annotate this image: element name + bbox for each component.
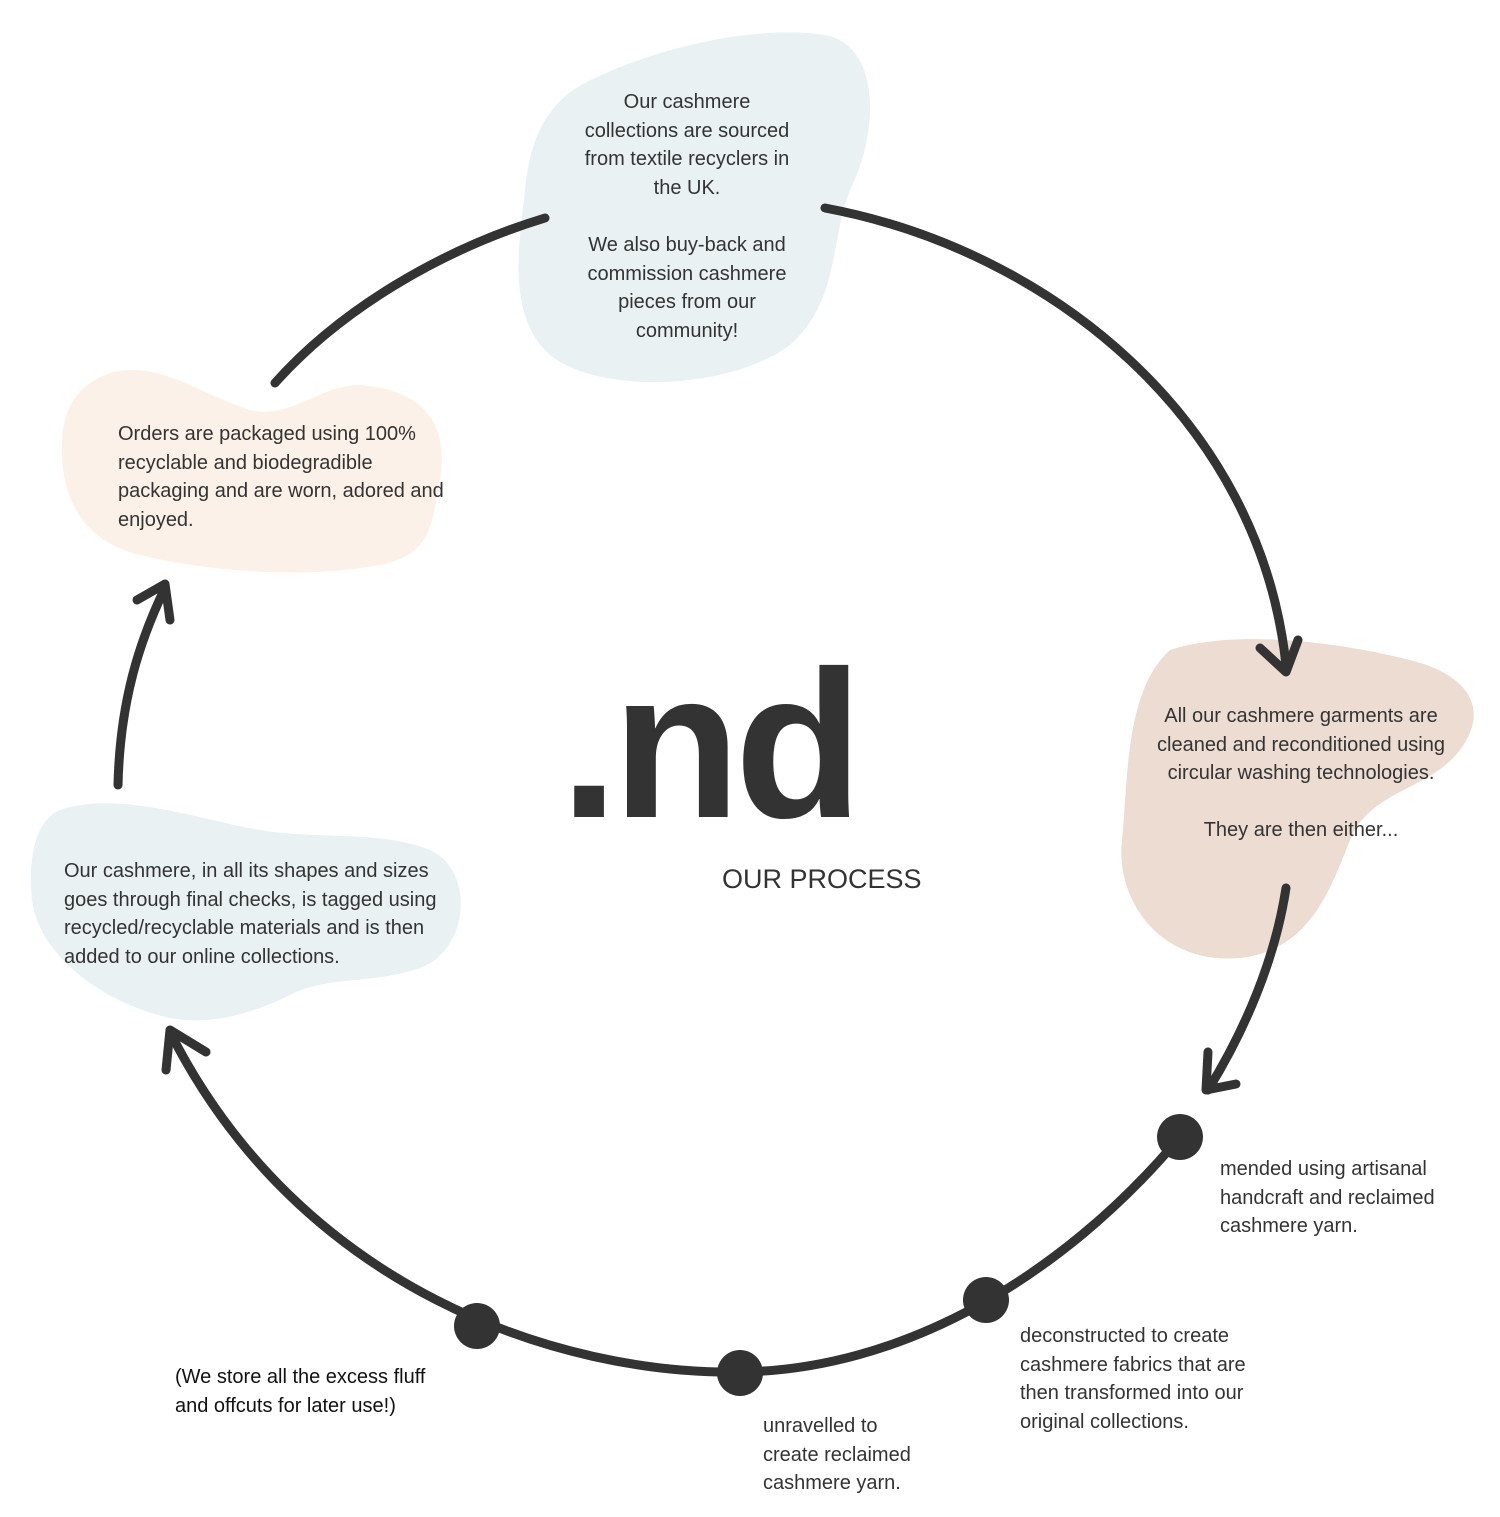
blob-orders [61,369,442,573]
dot-unravelled [717,1350,763,1396]
step-mended-text: mended using artisanal handcraft and rec… [1220,1158,1435,1238]
arc-top-right [820,203,1291,670]
step-clean-text: All our cashmere garments are cleaned an… [1157,705,1445,842]
dot-mended [1157,1114,1203,1160]
blob-source [518,32,871,383]
store-note-text: (We store all the excess fluff and offcu… [175,1366,426,1417]
arrowhead-top-right [1255,635,1303,677]
arrowhead-bottom-left [161,1025,211,1075]
dot-store [454,1303,500,1349]
page-title: OUR PROCESS [722,864,922,894]
step-orders-text: Orders are packaged using 100% recyclabl… [118,423,444,531]
blob-checks [30,803,461,1021]
step-unravelled-text: unravelled to create reclaimed cashmere … [763,1415,911,1495]
brand-logo: .nd [560,627,863,862]
arrowhead-left [132,579,175,625]
step-checks-text: Our cashmere, in all its shapes and size… [64,860,437,968]
arc-top-left [270,213,550,388]
step-deconstructed-text: deconstructed to create cashmere fabrics… [1020,1325,1246,1433]
dot-deconstructed [963,1277,1009,1323]
arc-right-lower [1203,883,1291,1095]
step-source-text: Our cashmere collections are sourced fro… [584,91,790,342]
blob-clean [1121,639,1474,959]
arrowhead-right-lower [1201,1047,1241,1095]
arc-left [113,583,170,790]
